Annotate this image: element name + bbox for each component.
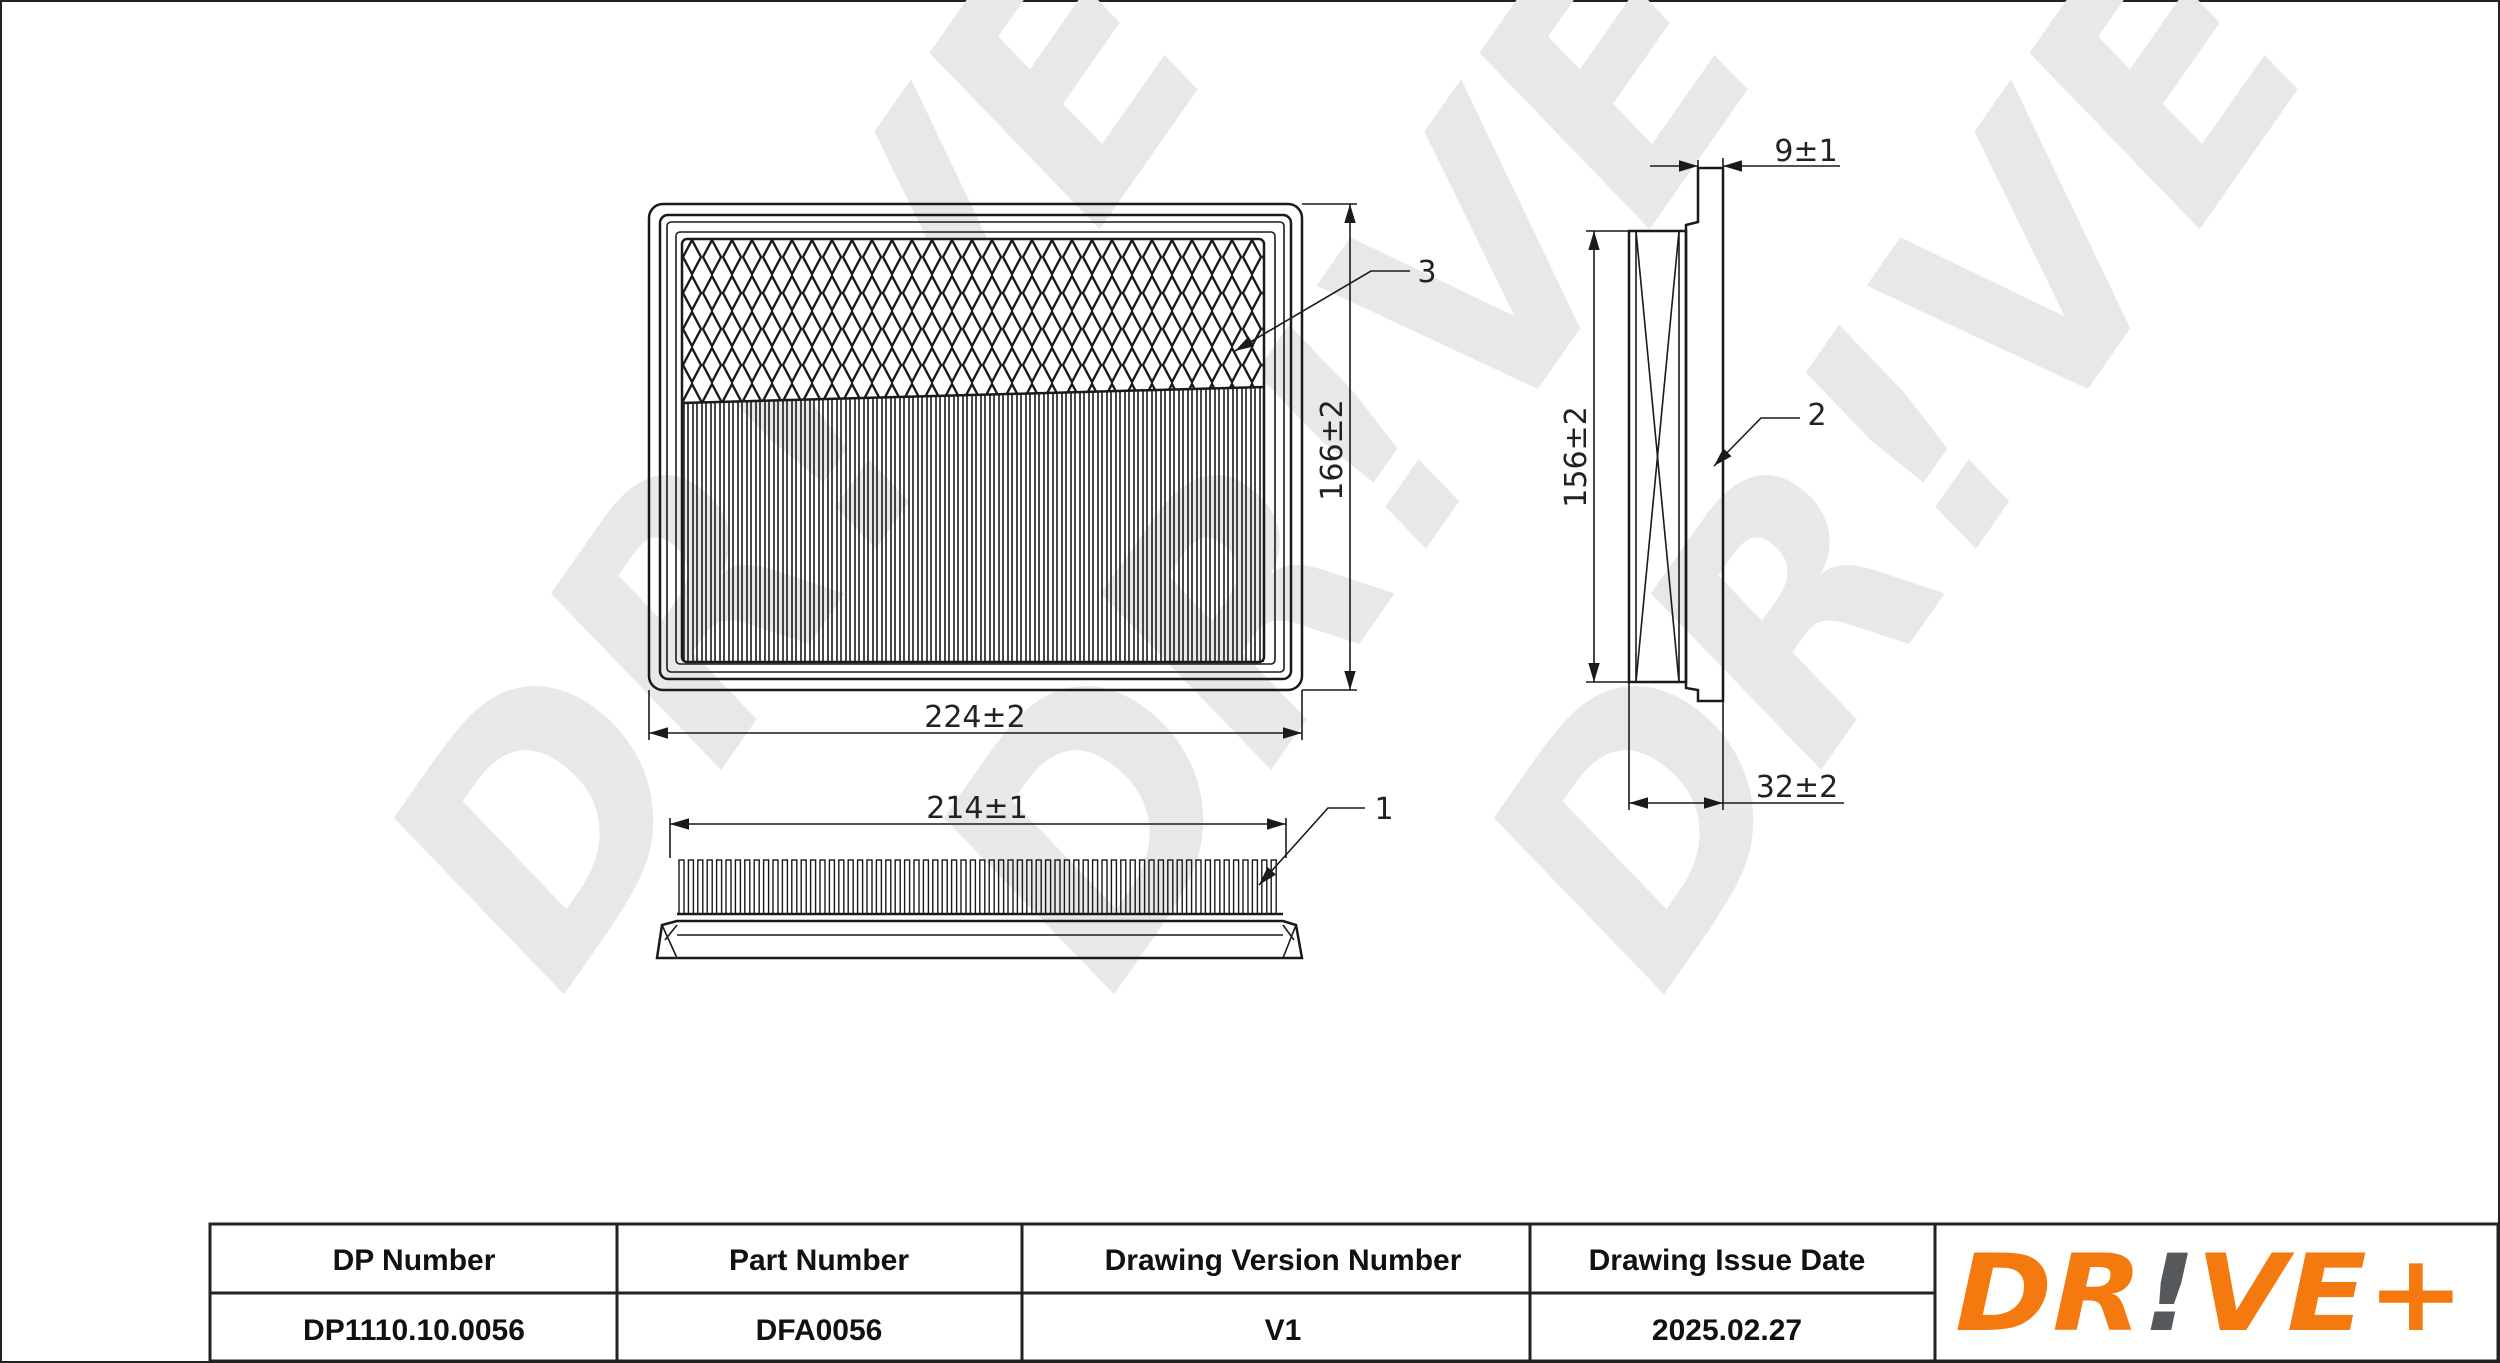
pleat-fin [913,859,920,915]
header-dp-number: DP Number [333,1244,496,1277]
pleat-fin [791,859,798,915]
svg-text:214±1: 214±1 [926,791,1027,826]
svg-text:224±2: 224±2 [924,700,1025,735]
pleat-fin [819,859,826,915]
pleat-fin [762,859,770,915]
dimension-height-side: 156±2 [1559,230,1629,683]
pleat-fin [838,859,845,915]
pleat-fin [856,859,864,915]
pleat-fin [800,859,807,915]
pleat-fin [781,859,789,915]
svg-text:1: 1 [1374,792,1393,827]
pleat-fin [866,859,873,915]
value-issue-date: 2025.02.27 [1652,1314,1802,1347]
value-drawing-version: V1 [1265,1314,1302,1347]
svg-text:3: 3 [1417,255,1436,290]
dimension-flange-side: 9±1 [1650,134,1840,172]
value-part-number: DFA0056 [756,1314,883,1347]
dimension-width-bottom: 214±1 [669,791,1287,858]
svg-text:156±2: 156±2 [1559,406,1594,507]
pleat-fin [885,859,892,915]
pleat-fin [809,859,817,915]
pleat-fin [828,859,836,915]
filter-bottom-view [655,859,1304,960]
drive-logo: DR!VE+ [1955,1232,2465,1355]
dimension-width-top: 224±2 [648,690,1303,740]
pleat-fin [772,859,779,915]
callout-3: 3 [1234,255,1437,352]
title-block: DP Number Part Number Drawing Version Nu… [208,1222,2500,1363]
svg-text:9±1: 9±1 [1774,134,1837,169]
svg-text:DR!VE+: DR!VE+ [1955,1232,2465,1355]
filter-top-view [647,202,1304,692]
callout-2: 2 [1713,398,1827,467]
watermark: DR!VE+ DR!VE+ DR!VE+ [309,0,2500,1045]
callout-1: 1 [1258,792,1394,886]
pleat-fin [894,859,901,915]
pleat-fin [753,859,760,915]
header-part-number: Part Number [729,1244,909,1277]
dimension-height-top: 166±2 [1302,203,1357,691]
dimension-depth-side: 32±2 [1628,682,1844,810]
pleat-fin [903,859,911,915]
header-issue-date: Drawing Issue Date [1589,1244,1866,1277]
header-drawing-version: Drawing Version Number [1105,1244,1462,1277]
value-dp-number: DP1110.10.0056 [303,1314,525,1347]
pleat-fin [847,859,854,915]
svg-text:2: 2 [1807,398,1826,433]
svg-text:32±2: 32±2 [1756,770,1838,805]
pleat-fin [875,859,883,915]
svg-text:166±2: 166±2 [1315,399,1350,500]
